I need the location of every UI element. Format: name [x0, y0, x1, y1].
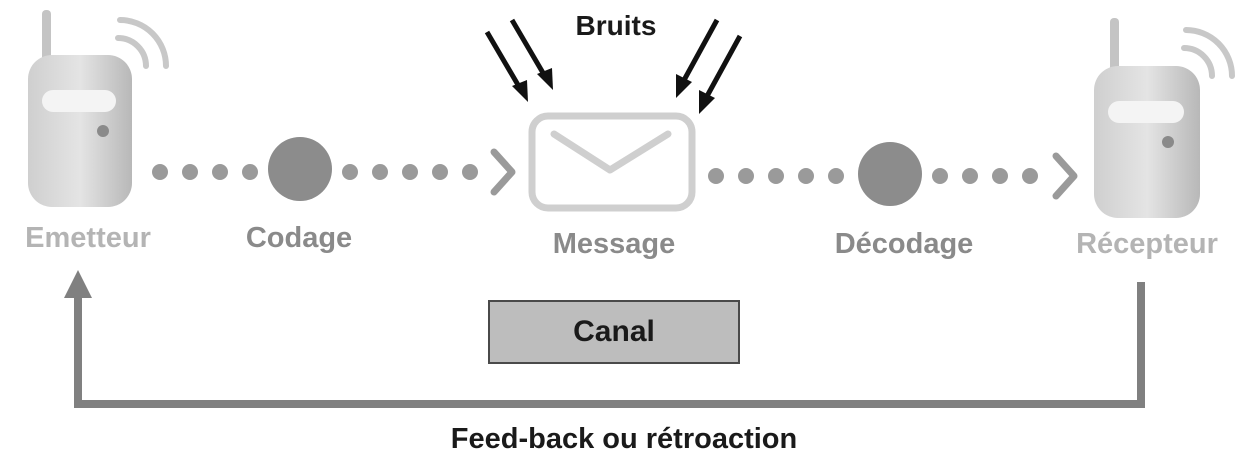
dotted-connector-1 — [152, 164, 258, 180]
channel-label: Canal — [573, 315, 655, 348]
feedback-label: Feed-back ou rétroaction — [450, 423, 798, 455]
feedback-arrow — [64, 270, 1145, 408]
receiver-label: Récepteur — [1076, 228, 1218, 260]
decoding-label: Décodage — [834, 228, 974, 260]
receiver-device-icon — [1094, 18, 1235, 218]
decoding-node — [858, 142, 922, 206]
dotted-connector-2 — [342, 164, 478, 180]
noise-arrow-icon — [484, 18, 743, 114]
envelope-icon — [528, 112, 696, 212]
channel-box: Canal — [488, 300, 740, 364]
noise-label: Bruits — [575, 10, 657, 41]
encoding-node — [268, 137, 332, 201]
chevron-right-icon — [490, 148, 516, 196]
chevron-right-icon — [1052, 152, 1078, 200]
transmitter-device-icon — [28, 10, 169, 207]
dotted-connector-3 — [708, 168, 844, 184]
dotted-connector-4 — [932, 168, 1038, 184]
encoding-label: Codage — [245, 222, 353, 254]
sender-label: Emetteur — [25, 222, 151, 254]
message-label: Message — [552, 228, 676, 260]
